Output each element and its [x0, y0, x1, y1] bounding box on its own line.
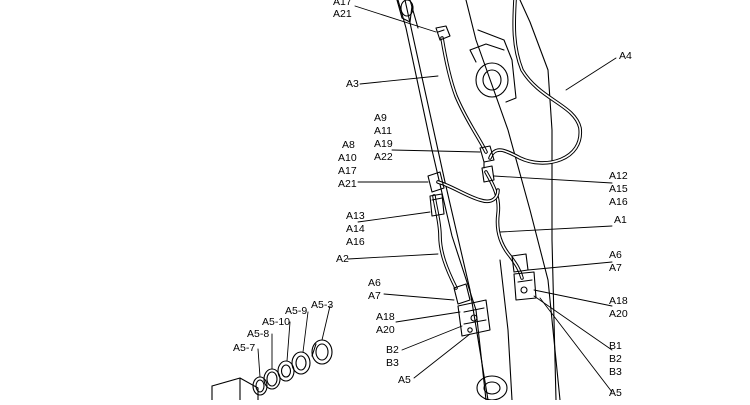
hose-a4: [488, 0, 582, 165]
label-a5-9: A5-9: [285, 305, 307, 317]
boom-right-plate: [465, 0, 561, 401]
label-r-a16: A16: [609, 196, 628, 208]
label-r-a20: A20: [609, 308, 628, 320]
hose-a2: [432, 194, 458, 290]
label-r-a15: A15: [609, 183, 628, 195]
label-r-a18: A18: [609, 295, 628, 307]
label-l-a18: A18: [376, 311, 395, 323]
fitting-lower-right: [511, 253, 537, 301]
label-l-a6: A6: [368, 277, 381, 289]
label-a3: A3: [346, 78, 359, 90]
label-a4: A4: [619, 50, 632, 62]
label-top-a21: A21: [333, 8, 352, 20]
seal-ring-a5-8: [263, 368, 281, 390]
label-a1: A1: [614, 214, 627, 226]
label-g1-a11: A11: [374, 125, 392, 137]
label-r-b1: B1: [609, 340, 622, 352]
top-boss: [396, 0, 414, 23]
label-a5-7: A5-7: [233, 342, 255, 354]
label-g1-a22: A22: [374, 151, 393, 163]
seal-ring-a5-3: [311, 339, 333, 365]
label-l-a5: A5: [398, 374, 411, 386]
crossover-hose: [436, 180, 500, 204]
label-r-a6: A6: [609, 249, 622, 261]
label-l-a7: A7: [368, 290, 381, 302]
leader-lines: [257, 5, 617, 393]
lower-pin-boss: [476, 375, 508, 401]
label-l-b2: B2: [386, 344, 399, 356]
fitting-mid-left: [427, 171, 445, 217]
label-g2-a21: A21: [338, 178, 357, 190]
fitting-lower-left: [453, 283, 491, 337]
label-a5-10: A5-10: [262, 316, 290, 328]
label-g3-a13: A13: [346, 210, 365, 222]
label-l-b3: B3: [386, 357, 399, 369]
label-l-a20: A20: [376, 324, 395, 336]
label-g3-a16: A16: [346, 236, 365, 248]
seal-ring-a5-10: [277, 360, 295, 382]
label-g3-a14: A14: [346, 223, 365, 235]
label-a5-8: A5-8: [247, 328, 269, 340]
callout-labels: A17 A21 A3 A4 A9 A11 A19 A22 A8 A10 A17 …: [233, 0, 632, 399]
label-r-b2: B2: [609, 353, 622, 365]
label-g2-a17: A17: [338, 165, 357, 177]
fitting-mid-right: [479, 145, 495, 183]
label-r-b3: B3: [609, 366, 622, 378]
upper-pin-boss: [469, 43, 509, 98]
label-g2-a8: A8: [342, 139, 355, 151]
label-r-a7: A7: [609, 262, 622, 274]
seal-ring-a5-9: [291, 351, 311, 375]
label-a2: A2: [336, 253, 349, 265]
hose-a1: [484, 170, 524, 280]
label-g1-a19: A19: [374, 138, 393, 150]
label-top-a17: A17: [333, 0, 352, 8]
label-r-a5: A5: [609, 387, 622, 399]
label-g2-a10: A10: [338, 152, 357, 164]
label-g1-a9: A9: [374, 112, 387, 124]
boom-left-plate: [397, 0, 489, 401]
hose-a3: [440, 36, 488, 154]
valve-block: [211, 377, 259, 401]
label-a5-3: A5-3: [311, 299, 333, 311]
label-r-a12: A12: [609, 170, 628, 182]
fitting-top: [435, 25, 451, 41]
